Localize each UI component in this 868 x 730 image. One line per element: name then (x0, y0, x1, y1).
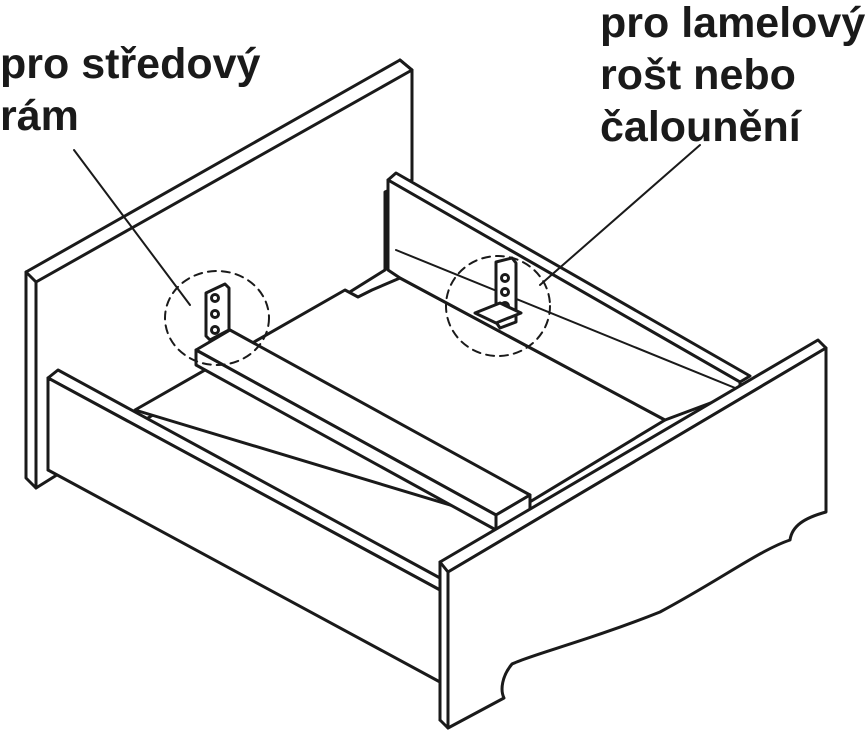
slat-bracket (445, 255, 551, 357)
leader-line-left (73, 149, 191, 306)
center-frame-bracket (164, 270, 270, 366)
label-slat-base-line3: čalounění (600, 103, 801, 151)
label-slat-base: pro lamelový rošt nebo čalounění (600, 0, 865, 153)
label-slat-base-line2: rošt nebo (600, 51, 796, 99)
label-center-frame: pro středový rám (0, 38, 260, 142)
front-side-rail (46, 368, 442, 684)
headboard (24, 58, 414, 490)
label-center-frame-line2: rám (0, 92, 79, 140)
back-side-rail (386, 171, 752, 422)
footboard (438, 338, 828, 730)
label-slat-base-line1: pro lamelový (600, 0, 866, 47)
label-center-frame-line1: pro středový (0, 40, 261, 88)
leader-line-right (539, 144, 701, 286)
